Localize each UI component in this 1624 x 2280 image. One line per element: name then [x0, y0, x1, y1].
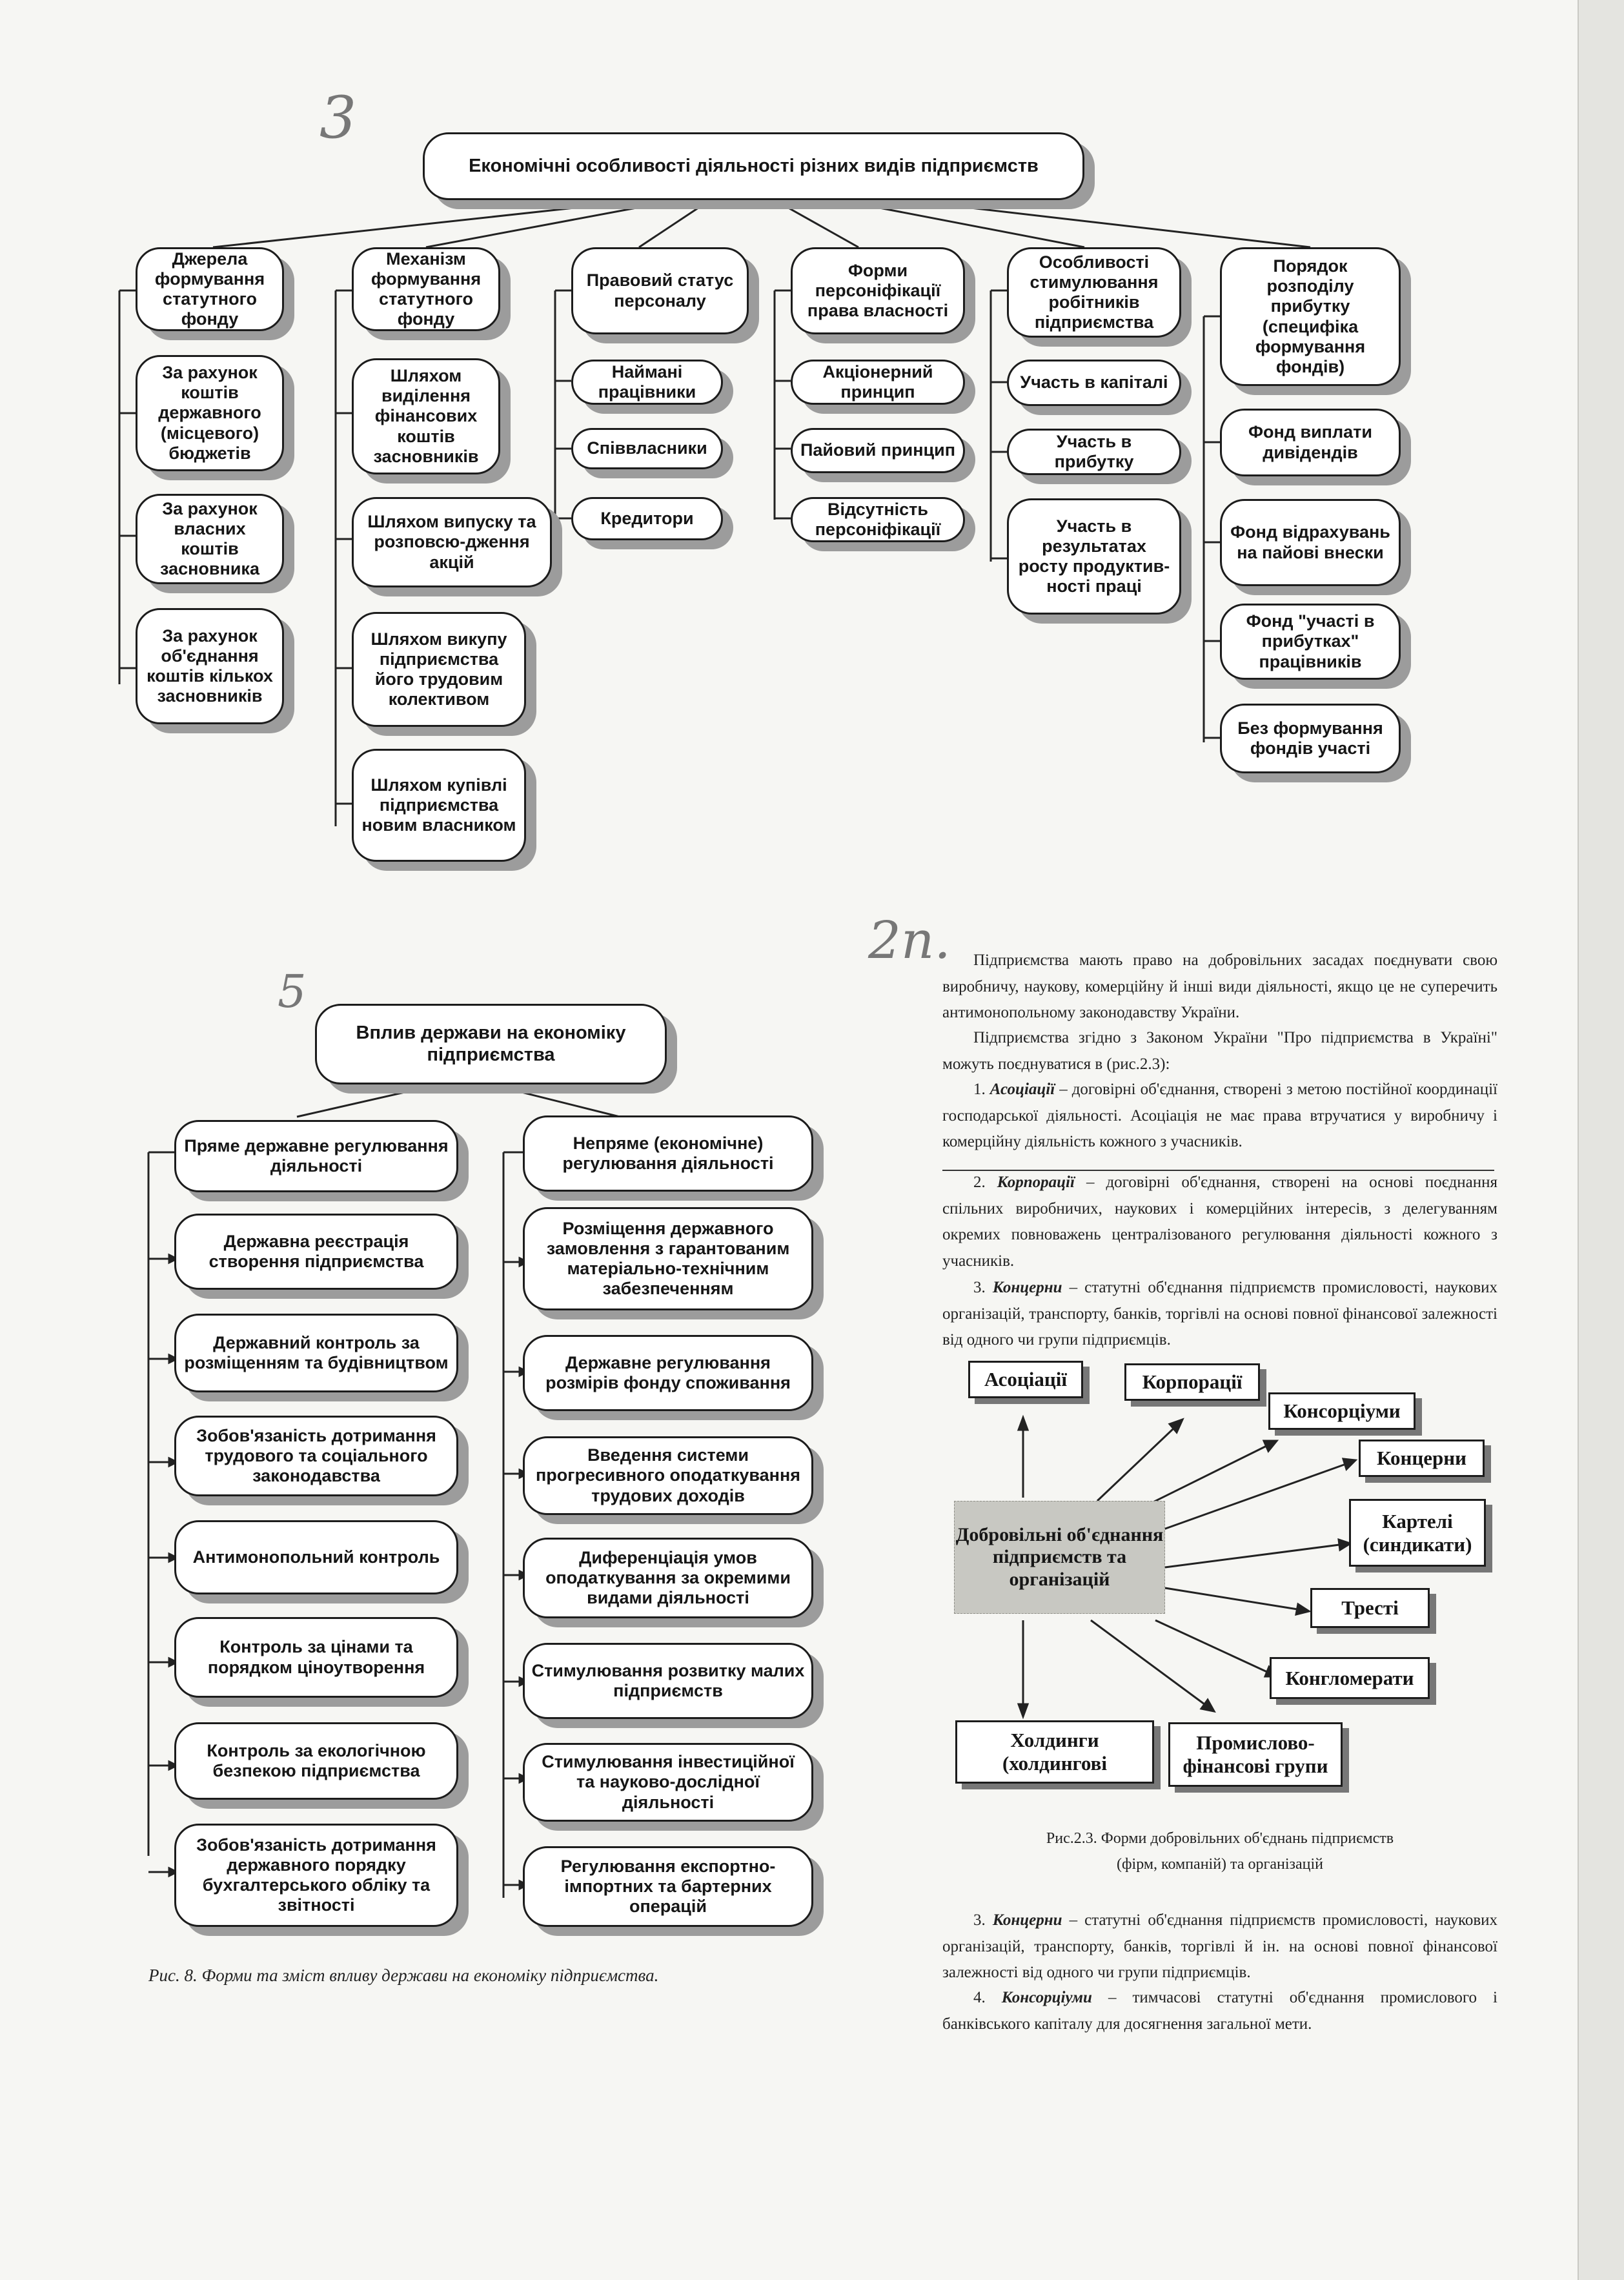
- item-number: 1.: [973, 1081, 986, 1098]
- diagram1-col5-item: Участь в прибутку: [1007, 429, 1181, 475]
- diagram1-col2-item: Шляхом виділення фінансових коштів засно…: [352, 358, 500, 474]
- diagram2-right-item: Регулювання експортно-імпортних та барте…: [523, 1846, 813, 1927]
- paragraph-consortia: 4. Консорціуми – тимчасові статутні об'є…: [942, 1985, 1497, 2037]
- paragraph-law: Підприємства згідно з Законом України "П…: [942, 1025, 1497, 1077]
- diagram3-node-concerns: Концерни: [1359, 1440, 1485, 1477]
- diagram1-col2-header: Механізм формування статутного фонду: [352, 247, 500, 331]
- term-associations: Асоціації: [990, 1081, 1055, 1098]
- diagram2-left-item: Зобов'язаність дотримання державного пор…: [174, 1824, 458, 1927]
- diagram3-caption-line1: Рис.2.3. Форми добровільних об'єднань пі…: [1046, 1830, 1394, 1847]
- diagram1-col2-item: Шляхом купівлі підприємства новим власни…: [352, 749, 526, 862]
- diagram3-node-corporations: Корпорації: [1124, 1363, 1260, 1401]
- diagram3-node-associations: Асоціації: [968, 1361, 1083, 1398]
- diagram2-left-item: Контроль за цінами та порядком ціноутвор…: [174, 1617, 458, 1698]
- diagram1-col6-item: Без формування фондів участі: [1220, 704, 1401, 773]
- definition-corporations: – договірні об'єднання, створені на осно…: [942, 1174, 1497, 1270]
- diagram1-col6-item: Фонд виплати дивідендів: [1220, 409, 1401, 476]
- diagram1-col6-header: Порядок розподілу прибутку (специфіка фо…: [1220, 247, 1401, 386]
- diagram1-col1-item: За рахунок об'єднання коштів кількох зас…: [136, 608, 284, 724]
- term-concerns: Концерни: [992, 1911, 1062, 1929]
- diagram1-col1-item: За рахунок власних коштів засновника: [136, 494, 284, 584]
- diagram2-right-item: Введення системи прогресивного оподаткув…: [523, 1436, 813, 1515]
- diagram2-left-item: Антимонопольний контроль: [174, 1520, 458, 1594]
- diagram2-caption: Рис. 8. Форми та зміст впливу держави на…: [148, 1966, 659, 1985]
- paragraph-concerns: 3. Концерни – статутні об'єднання підпри…: [942, 1275, 1497, 1354]
- paragraph-associations: 1. Асоціації – договірні об'єднання, ств…: [942, 1077, 1497, 1155]
- diagram2-right-item: Диференціація умов оподаткування за окре…: [523, 1538, 813, 1618]
- diagram3-caption-line2: (фірм, компаній) та організацій: [1117, 1856, 1323, 1873]
- item-number: 3.: [973, 1279, 986, 1296]
- diagram1-col2-item: Шляхом випуску та розповсю-дження акцій: [352, 497, 552, 587]
- diagram3-node-trusts: Тресті: [1310, 1588, 1430, 1628]
- diagram3-node-conglomerates: Конгломерати: [1270, 1657, 1430, 1699]
- diagram3-node-consortia: Консорціуми: [1268, 1392, 1416, 1430]
- diagram2-right-item: Стимулювання інвестиційної та науково-до…: [523, 1743, 813, 1822]
- term-concerns: Концерни: [992, 1279, 1062, 1296]
- paragraph-intro: Підприємства мають право на добровільних…: [942, 948, 1497, 1026]
- diagram2-left-item: Контроль за екологічною безпекою підприє…: [174, 1722, 458, 1800]
- paragraph-corporations: 2. Корпорації – договірні об'єднання, ст…: [942, 1170, 1497, 1274]
- diagram1-col4-item: Акціонерний принцип: [791, 360, 965, 405]
- divider-line: [942, 1170, 1494, 1171]
- diagram2-right-item: Стимулювання розвитку малих підприємств: [523, 1643, 813, 1719]
- diagram1-col2-item: Шляхом викупу підприємства його трудовим…: [352, 612, 526, 727]
- diagram3-node-holdings: Холдинги (холдингові: [955, 1720, 1154, 1784]
- diagram1-col1-item: За рахунок коштів державного (місцевого)…: [136, 355, 284, 471]
- paragraph-concerns-repeat: 3. Концерни – статутні об'єднання підпри…: [942, 1908, 1497, 1986]
- page-edge: [1578, 0, 1624, 2280]
- definition-consortia: – тимчасові статутні об'єднання промисло…: [942, 1989, 1497, 2033]
- diagram2-left-item: Державний контроль за розміщенням та буд…: [174, 1314, 458, 1392]
- diagram2-right-item: Державне регулювання розмірів фонду спож…: [523, 1335, 813, 1411]
- diagram1-col5-header: Особливості стимулювання робітників підп…: [1007, 247, 1181, 338]
- item-number: 4.: [973, 1989, 986, 2006]
- diagram1-col3-item: Співвласники: [571, 428, 723, 469]
- paragraph-intro-text: Підприємства мають право на добровільних…: [942, 952, 1497, 1021]
- handwritten-mark-right: 2п.: [868, 910, 951, 970]
- diagram1-col3-item: Наймані працівники: [571, 360, 723, 405]
- definition-associations: – договірні об'єднання, створені з метою…: [942, 1081, 1498, 1150]
- handwritten-mark-left: 5: [278, 965, 307, 1018]
- diagram3-node-cartels: Картелі (синдикати): [1349, 1499, 1486, 1567]
- diagram1-col1-header: Джерела формування статутного фонду: [136, 247, 284, 331]
- diagram1-title: Економічні особливості діяльності різних…: [423, 132, 1084, 200]
- diagram3-center: Добровільні об'єднання підприємств та ор…: [954, 1501, 1165, 1614]
- diagram3-node-industrial-groups: Промислово-фінансові групи: [1168, 1722, 1343, 1787]
- term-consortia: Консорціуми: [1001, 1989, 1092, 2006]
- definition-concerns: – статутні об'єднання підприємств промис…: [942, 1279, 1498, 1349]
- diagram1-col6-item: Фонд "участі в прибутках" працівників: [1220, 604, 1401, 680]
- paragraph-law-text: Підприємства згідно з Законом України "П…: [942, 1029, 1497, 1073]
- diagram1-col5-item: Участь в результатах росту продуктив-нос…: [1007, 498, 1181, 615]
- diagram2-right-header: Непряме (економічне) регулювання діяльно…: [523, 1115, 813, 1192]
- diagram1-col6-item: Фонд відрахувань на пайові внески: [1220, 499, 1401, 586]
- diagram1-col4-header: Форми персоніфікації права власності: [791, 247, 965, 334]
- term-corporations: Корпорації: [997, 1174, 1075, 1191]
- item-number: 2.: [973, 1174, 986, 1191]
- diagram2-left-header: Пряме державне регулювання діяльності: [174, 1120, 458, 1192]
- diagram1-col4-item: Пайовий принцип: [791, 428, 965, 473]
- definition-concerns: – статутні об'єднання підприємств промис…: [942, 1911, 1498, 1981]
- diagram1-col4-item: Відсутність персоніфікації: [791, 497, 965, 542]
- diagram2-title: Вплив держави на економіку підприємства: [315, 1004, 667, 1084]
- diagram2-right-item: Розміщення державного замовлення з гаран…: [523, 1207, 813, 1310]
- diagram1-col3-header: Правовий статус персоналу: [571, 247, 749, 334]
- diagram2-left-item: Зобов'язаність дотримання трудового та с…: [174, 1416, 458, 1496]
- item-number: 3.: [973, 1911, 986, 1929]
- diagram1-col5-item: Участь в капіталі: [1007, 360, 1181, 406]
- diagram2-left-item: Державна реєстрація створення підприємст…: [174, 1214, 458, 1290]
- handwritten-mark-top: 3: [320, 84, 357, 152]
- diagram1-col3-item: Кредитори: [571, 497, 723, 540]
